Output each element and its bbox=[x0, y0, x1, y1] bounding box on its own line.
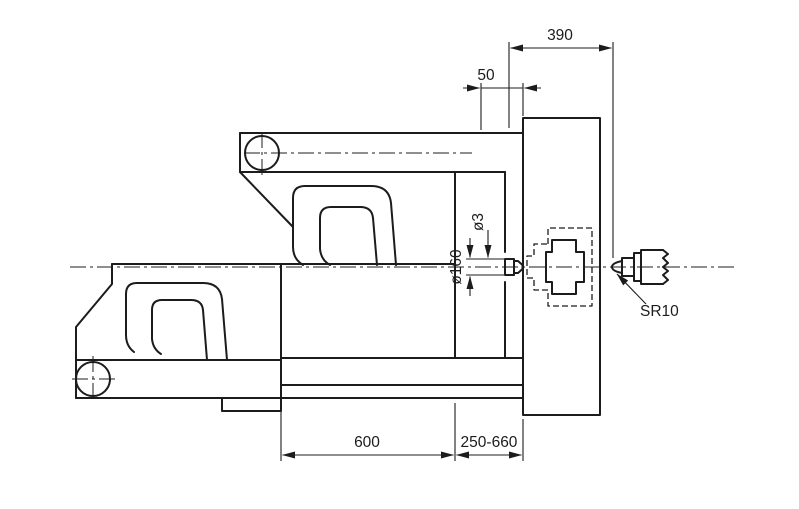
injection-nozzle bbox=[466, 258, 524, 276]
upper-rib-inner bbox=[319, 206, 378, 266]
mold-dashed-outline bbox=[526, 227, 593, 307]
lower-rib-outer bbox=[125, 282, 228, 361]
guide-roller-bottom bbox=[75, 361, 111, 397]
component-knurl-zigzag bbox=[662, 249, 669, 285]
component-knurl-body bbox=[640, 249, 664, 285]
sr10-label: SR10 bbox=[640, 303, 679, 320]
dim-3: ø3 bbox=[470, 213, 492, 258]
stationary-platen bbox=[522, 117, 601, 416]
dim-250-660-label: 250-660 bbox=[461, 434, 518, 451]
sr10-leader bbox=[616, 273, 647, 305]
dim-50-label: 50 bbox=[477, 67, 495, 84]
base-left-edge bbox=[75, 263, 113, 399]
nozzle-extension-component bbox=[611, 249, 669, 285]
dim-3-label: ø3 bbox=[470, 213, 487, 231]
guide-roller-top bbox=[244, 135, 280, 171]
mold-area bbox=[526, 227, 593, 307]
dim-390: 390 bbox=[508, 27, 614, 258]
dim-160-label: ø160 bbox=[448, 249, 465, 285]
dim-600-label: 600 bbox=[354, 434, 380, 451]
component-sphere-tip bbox=[611, 260, 623, 274]
dim-390-label: 390 bbox=[547, 27, 573, 44]
base-foot-step bbox=[221, 397, 282, 412]
dim-sr10: SR10 bbox=[616, 273, 679, 320]
platen-outline bbox=[522, 117, 601, 416]
dim-250-660: 250-660 bbox=[456, 419, 524, 461]
machine-outline bbox=[75, 132, 524, 412]
dim-50: 50 bbox=[463, 67, 541, 130]
upper-rib-diagonal bbox=[239, 171, 294, 228]
lower-rib-inner bbox=[151, 299, 208, 361]
upper-rib-outer bbox=[292, 185, 397, 266]
nozzle-tip bbox=[513, 260, 524, 274]
dim-600: 600 bbox=[280, 403, 456, 461]
sprue-bushing-solid bbox=[545, 239, 585, 295]
dim-160: ø160 bbox=[448, 238, 474, 296]
centerlines bbox=[70, 132, 737, 402]
